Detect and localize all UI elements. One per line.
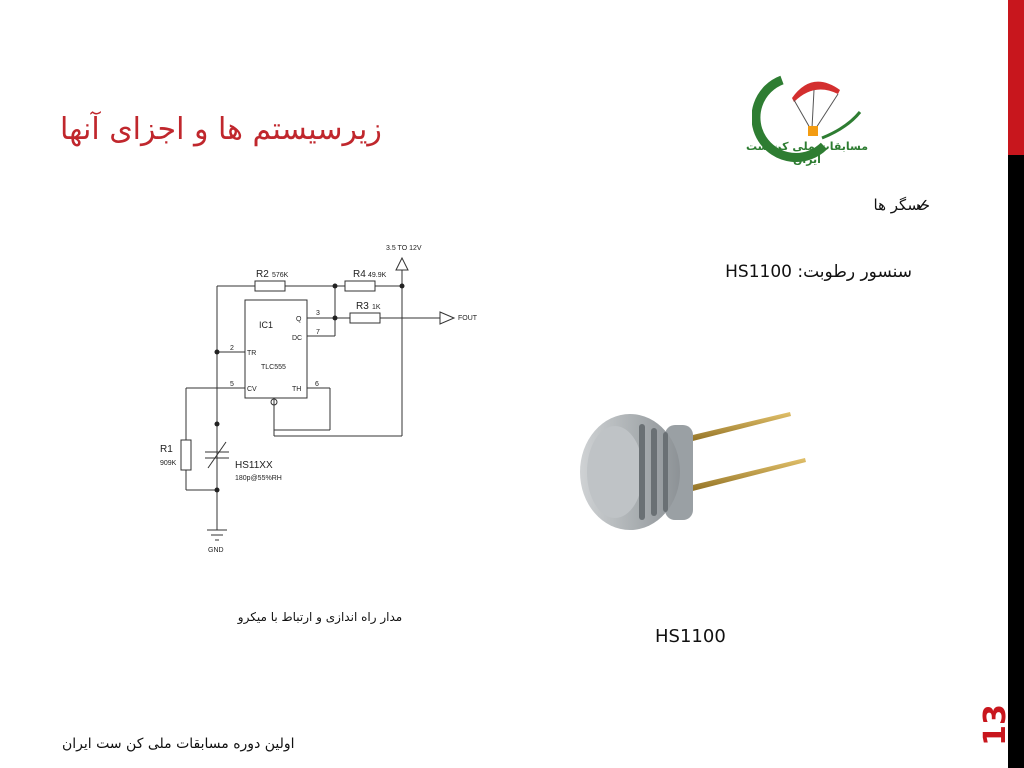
ic-part: TLC555: [261, 364, 286, 371]
pin-th: TH: [292, 386, 301, 393]
sensor-spec: 180p@55%RH: [235, 475, 282, 482]
schematic-caption: مدار راه اندازی و ارتباط با میکرو: [237, 610, 403, 624]
r4-value: 49.9K: [368, 272, 387, 279]
pin-tr: TR: [247, 350, 256, 357]
pin-dc: DC: [292, 335, 302, 342]
r1-value: 909K: [160, 460, 177, 467]
checkmark-icon: ✓: [916, 195, 930, 214]
ic-label: IC1: [259, 320, 273, 330]
humidity-sensor-label: سنسور رطوبت: HS1100: [725, 262, 912, 282]
supply-label: 3.5 TO 12V: [386, 245, 422, 252]
circuit-schematic: 3.5 TO 12V R2 576K R4 49.9K R3 1K IC1 TL…: [160, 245, 478, 554]
pin-2: 2: [230, 345, 234, 352]
slide-number: 13: [978, 704, 1013, 746]
footer-text: اولین دوره مسابقات ملی کن ست ایران: [62, 736, 295, 752]
r1-label: R1: [160, 444, 173, 455]
gnd-label: GND: [208, 547, 224, 554]
right-accent-bar-red: [1008, 0, 1024, 155]
pin-cv: CV: [247, 386, 257, 393]
r3-label: R3: [356, 301, 369, 312]
r3-value: 1K: [372, 304, 381, 311]
r4-label: R4: [353, 269, 366, 280]
pin-7: 7: [316, 329, 320, 336]
output-label: FOUT: [458, 315, 478, 322]
logo-caption: مسابقات ملی کن ست ایران: [745, 140, 869, 166]
hs1100-photo: [580, 412, 806, 530]
pin-3: 3: [316, 310, 320, 317]
pin-5: 5: [230, 381, 234, 388]
r2-label: R2: [256, 269, 269, 280]
bullet-sensors: حسگر ها: [873, 196, 930, 214]
right-accent-bar-black: [1008, 155, 1024, 768]
pin-q: Q: [296, 316, 302, 323]
r2-value: 576K: [272, 272, 289, 279]
pin-6: 6: [315, 381, 319, 388]
photo-caption: HS1100: [655, 626, 726, 647]
competition-logo: [752, 75, 862, 162]
slide-title: زیرسیستم ها و اجزای آنها: [60, 112, 382, 147]
sensor-label: HS11XX: [235, 460, 273, 471]
